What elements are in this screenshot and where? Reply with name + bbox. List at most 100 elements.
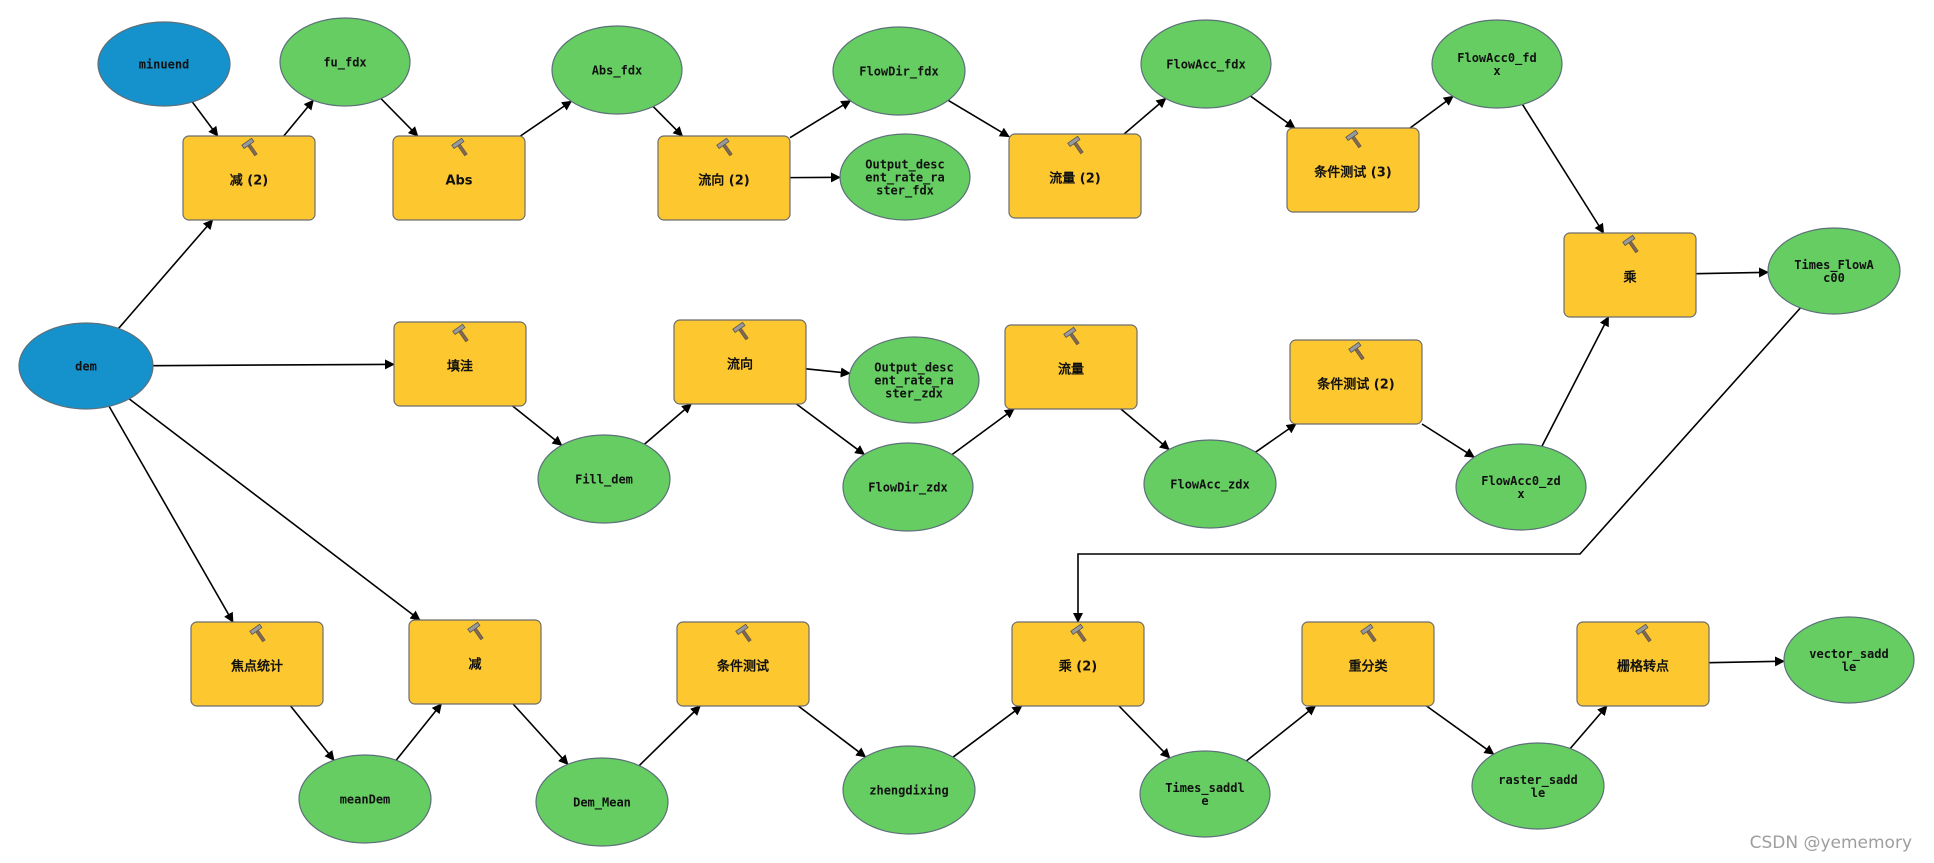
minuend-ellipse[interactable] bbox=[97, 21, 231, 107]
flowacc0_fdx-label-1: FlowAcc0_fd bbox=[1457, 51, 1536, 66]
flowacc_fdx-node[interactable]: FlowAcc_fdx bbox=[1140, 19, 1272, 109]
liuxiang2-hammer-icon bbox=[716, 137, 733, 157]
shange-box[interactable] bbox=[1576, 621, 1710, 707]
shange-hammer-icon bbox=[1635, 623, 1652, 643]
fill_dem-node[interactable]: Fill_dem bbox=[537, 434, 671, 524]
meandem-ellipse[interactable] bbox=[298, 754, 432, 844]
minuend-node[interactable]: minuend bbox=[97, 21, 231, 107]
tiaojian-node[interactable]: 条件测试 bbox=[676, 621, 810, 707]
output_zdx-ellipse[interactable] bbox=[848, 336, 980, 424]
flowdir_zdx-label-1: FlowDir_zdx bbox=[868, 481, 947, 496]
liuliang-node[interactable]: 流量 bbox=[1004, 324, 1138, 410]
fu_fdx-ellipse[interactable] bbox=[279, 17, 411, 107]
tiaojian3-box[interactable] bbox=[1286, 127, 1420, 213]
dem-ellipse[interactable] bbox=[18, 322, 154, 410]
tiaojian2-box[interactable] bbox=[1289, 339, 1423, 425]
edge-dem_mean-to-tiaojian bbox=[638, 705, 701, 767]
tiaojian-box[interactable] bbox=[676, 621, 810, 707]
meandem-node[interactable]: meanDem bbox=[298, 754, 432, 844]
edge-tiaojian-to-zhengdixing bbox=[797, 705, 867, 758]
tiaojian-label-1: 条件测试 bbox=[717, 659, 769, 675]
chongfenlei-node[interactable]: 重分类 bbox=[1301, 621, 1435, 707]
cheng-node[interactable]: 乘 bbox=[1563, 232, 1697, 318]
fu_fdx-node[interactable]: fu_fdx bbox=[279, 17, 411, 107]
dem-node[interactable]: dem bbox=[18, 322, 154, 410]
flowdir_zdx-ellipse[interactable] bbox=[842, 442, 974, 532]
fill_dem-ellipse[interactable] bbox=[537, 434, 671, 524]
times_flowac00-ellipse[interactable] bbox=[1767, 227, 1901, 315]
jiaodian-node[interactable]: 焦点统计 bbox=[190, 621, 324, 707]
flowacc0_zdx-ellipse[interactable] bbox=[1455, 443, 1587, 531]
edge-flowdir_fdx-to-liuliang2 bbox=[947, 99, 1010, 138]
fill_dem-label-1: Fill_dem bbox=[575, 473, 633, 488]
edge-shange-to-vector_saddle bbox=[1708, 656, 1786, 667]
output_zdx-label-1: Output_desc bbox=[874, 361, 953, 376]
liuliang2-node[interactable]: 流量 (2) bbox=[1008, 133, 1142, 219]
flowacc_zdx-ellipse[interactable] bbox=[1143, 439, 1277, 529]
jian2-node[interactable]: 减 (2) bbox=[182, 135, 316, 221]
flowdir_fdx-node[interactable]: FlowDir_fdx bbox=[832, 26, 966, 116]
cheng2-hammer-icon bbox=[1070, 623, 1087, 643]
abs_fdx-ellipse[interactable] bbox=[551, 25, 683, 115]
dem_mean-label-1: Dem_Mean bbox=[573, 796, 631, 811]
tianwa-hammer-icon bbox=[452, 323, 469, 343]
jiaodian-label-1: 焦点统计 bbox=[230, 659, 283, 675]
liuxiang2-box[interactable] bbox=[657, 135, 791, 221]
flowacc0_fdx-node[interactable]: FlowAcc0_fdx bbox=[1431, 19, 1563, 109]
vector_saddle-ellipse[interactable] bbox=[1783, 616, 1915, 704]
liuliang2-box[interactable] bbox=[1008, 133, 1142, 219]
dem_mean-ellipse[interactable] bbox=[535, 757, 669, 847]
tiaojian3-node[interactable]: 条件测试 (3) bbox=[1286, 127, 1420, 213]
liuxiang-node[interactable]: 流向 bbox=[673, 319, 807, 405]
liuxiang-box[interactable] bbox=[673, 319, 807, 405]
jiaodian-box[interactable] bbox=[190, 621, 324, 707]
tianwa-node[interactable]: 填洼 bbox=[393, 321, 527, 407]
raster_saddle-ellipse[interactable] bbox=[1471, 742, 1605, 830]
abs_fdx-node[interactable]: Abs_fdx bbox=[551, 25, 683, 115]
flowacc_fdx-ellipse[interactable] bbox=[1140, 19, 1272, 109]
chongfenlei-box[interactable] bbox=[1301, 621, 1435, 707]
liuliang2-hammer-icon bbox=[1067, 135, 1084, 155]
abs-box[interactable] bbox=[392, 135, 526, 221]
abs-hammer-icon bbox=[451, 137, 468, 157]
cheng2-box[interactable] bbox=[1011, 621, 1145, 707]
jian2-box[interactable] bbox=[182, 135, 316, 221]
flowacc0_fdx-ellipse[interactable] bbox=[1431, 19, 1563, 109]
liuliang-box[interactable] bbox=[1004, 324, 1138, 410]
edge-raster_saddle-to-shange bbox=[1569, 705, 1608, 750]
edge-jian2-to-fu_fdx bbox=[283, 99, 314, 137]
zhengdixing-node[interactable]: zhengdixing bbox=[842, 745, 976, 835]
times_saddle-ellipse[interactable] bbox=[1139, 750, 1271, 838]
raster_saddle-label-1: raster_sadd bbox=[1498, 773, 1577, 788]
flowacc_zdx-label-1: FlowAcc_zdx bbox=[1170, 478, 1249, 493]
jian-node[interactable]: 减 bbox=[408, 619, 542, 705]
tianwa-box[interactable] bbox=[393, 321, 527, 407]
edge-fu_fdx-to-abs bbox=[380, 98, 419, 137]
flowacc0_fdx-label-2: x bbox=[1493, 64, 1500, 78]
edge-zhengdixing-to-cheng2 bbox=[952, 705, 1023, 758]
flowacc0_zdx-node[interactable]: FlowAcc0_zdx bbox=[1455, 443, 1587, 531]
tiaojian2-node[interactable]: 条件测试 (2) bbox=[1289, 339, 1423, 425]
flowdir_fdx-ellipse[interactable] bbox=[832, 26, 966, 116]
flowacc_zdx-node[interactable]: FlowAcc_zdx bbox=[1143, 439, 1277, 529]
flowdir_zdx-node[interactable]: FlowDir_zdx bbox=[842, 442, 974, 532]
cheng-box[interactable] bbox=[1563, 232, 1697, 318]
edge-cheng-to-times_flowac00 bbox=[1695, 267, 1770, 278]
liuxiang-hammer-icon bbox=[732, 321, 749, 341]
abs-node[interactable]: Abs bbox=[392, 135, 526, 221]
shange-node[interactable]: 栅格转点 bbox=[1576, 621, 1710, 707]
cheng2-node[interactable]: 乘 (2) bbox=[1011, 621, 1145, 707]
output_fdx-ellipse[interactable] bbox=[839, 133, 971, 221]
edge-jiaodian-to-meandem bbox=[289, 705, 335, 761]
zhengdixing-ellipse[interactable] bbox=[842, 745, 976, 835]
times_saddle-label-2: e bbox=[1201, 794, 1208, 808]
liuxiang2-node[interactable]: 流向 (2) bbox=[657, 135, 791, 221]
dem_mean-node[interactable]: Dem_Mean bbox=[535, 757, 669, 847]
jian-box[interactable] bbox=[408, 619, 542, 705]
